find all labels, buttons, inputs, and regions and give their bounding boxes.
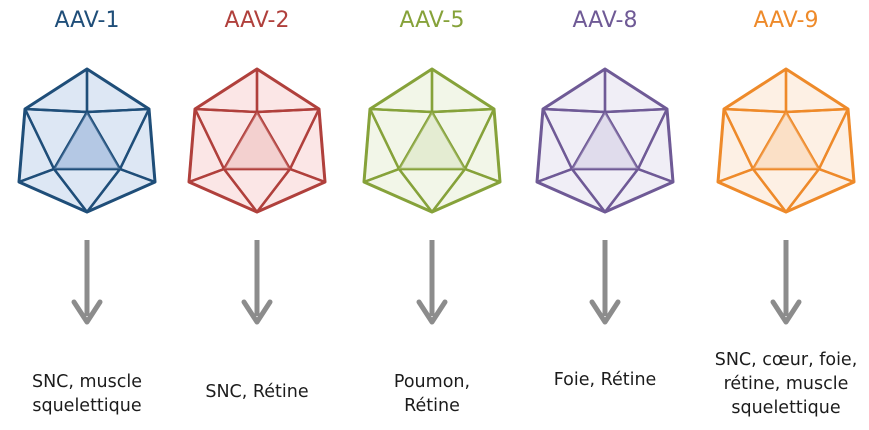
tissue-target-line: Rétine xyxy=(404,396,460,416)
icosahedron-icon xyxy=(716,67,856,214)
capsid-center-face xyxy=(222,110,292,171)
arrow-head xyxy=(589,299,621,325)
tissue-target-line: SNC, cœur, foie, xyxy=(714,350,858,370)
tissue-target-label: SNC, muscle squelettique xyxy=(0,370,174,418)
serotype-column-aav5: AAV-5 Poumon, Rétine xyxy=(345,0,519,430)
tissue-target-line: Poumon, xyxy=(393,372,471,392)
serotype-column-aav9: AAV-9 SNC, cœur, foie, rétine, muscle sq… xyxy=(699,0,869,430)
arrow-head xyxy=(71,299,103,325)
tissue-target-line: SNC, Rétine xyxy=(205,382,309,402)
down-arrow-icon xyxy=(71,240,103,325)
capsid-center-face xyxy=(397,110,467,171)
tissue-target-line: squelettique xyxy=(731,398,841,418)
serotype-column-aav8: AAV-8 Foie, Rétine xyxy=(518,0,692,430)
capsid-center-face xyxy=(751,110,821,171)
arrow-head xyxy=(416,299,448,325)
serotype-column-aav1: AAV-1 SNC, muscle squelettique xyxy=(0,0,174,430)
capsid-center-face xyxy=(570,110,640,171)
serotype-title: AAV-9 xyxy=(753,8,819,33)
down-arrow-icon xyxy=(241,240,273,325)
serotype-title: AAV-5 xyxy=(399,8,465,33)
down-arrow-icon xyxy=(589,240,621,325)
down-arrow-icon xyxy=(416,240,448,325)
icosahedron-icon xyxy=(362,67,502,214)
icosahedron-icon xyxy=(187,67,327,214)
tissue-target-line: SNC, muscle xyxy=(31,372,143,392)
serotype-column-aav2: AAV-2 SNC, Rétine xyxy=(170,0,344,430)
tissue-target-line: rétine, muscle xyxy=(723,374,849,394)
tissue-target-label: SNC, cœur, foie, rétine, muscle squelett… xyxy=(699,348,869,420)
tissue-target-line: squelettique xyxy=(32,396,142,416)
serotype-title: AAV-2 xyxy=(224,8,290,33)
serotype-title: AAV-8 xyxy=(572,8,638,33)
icosahedron-icon xyxy=(535,67,675,214)
tissue-target-line: Foie, Rétine xyxy=(553,370,657,390)
arrow-head xyxy=(241,299,273,325)
serotype-title: AAV-1 xyxy=(54,8,120,33)
arrow-head xyxy=(770,299,802,325)
icosahedron-icon xyxy=(17,67,157,214)
tissue-target-label: Foie, Rétine xyxy=(518,368,692,392)
capsid-center-face xyxy=(52,110,122,171)
down-arrow-icon xyxy=(770,240,802,325)
tissue-target-label: SNC, Rétine xyxy=(170,380,344,404)
tissue-target-label: Poumon, Rétine xyxy=(345,370,519,418)
